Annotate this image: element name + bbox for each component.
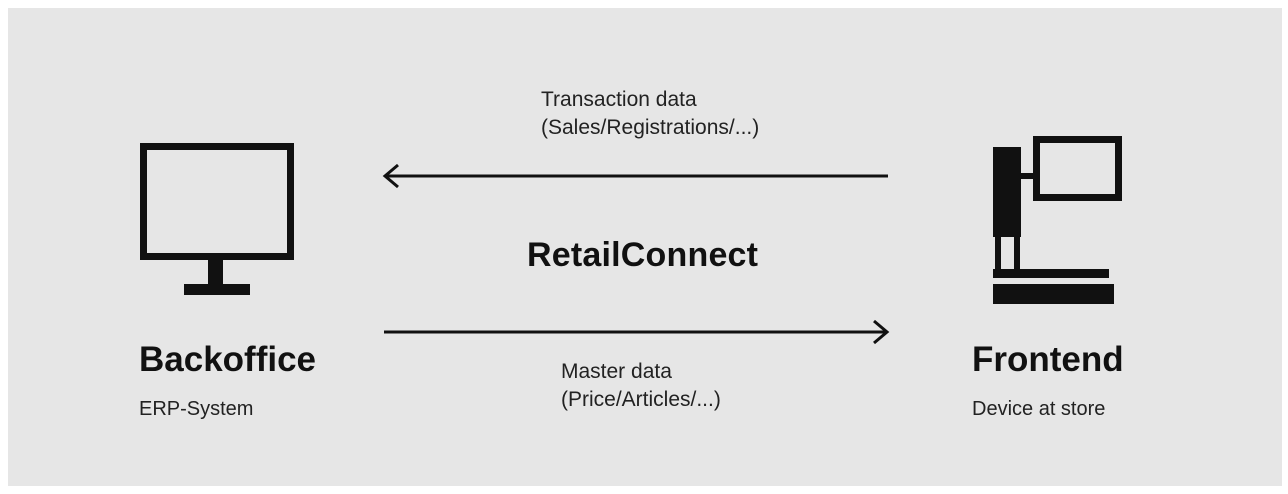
transaction-label-line1: Transaction data: [541, 88, 697, 111]
diagram-title: RetailConnect: [527, 236, 759, 274]
frontend-subtitle: Device at store: [972, 398, 1106, 420]
master-label: Master data (Price/Articles/...): [561, 358, 721, 414]
transaction-label-line2: (Sales/Registrations/...): [541, 116, 760, 139]
master-label-line2: (Price/Articles/...): [561, 388, 721, 411]
master-label-line1: Master data: [561, 360, 672, 383]
desktop-monitor-icon: [140, 143, 294, 295]
pos-terminal-icon: [993, 136, 1122, 304]
master-arrow: [384, 319, 890, 345]
backoffice-subtitle: ERP-System: [139, 398, 254, 420]
backoffice-title: Backoffice: [139, 340, 317, 379]
diagram-panel: [8, 8, 1282, 486]
frontend-title: Frontend: [972, 340, 1124, 379]
transaction-arrow: [382, 163, 888, 189]
transaction-label: Transaction data (Sales/Registrations/..…: [541, 86, 759, 142]
